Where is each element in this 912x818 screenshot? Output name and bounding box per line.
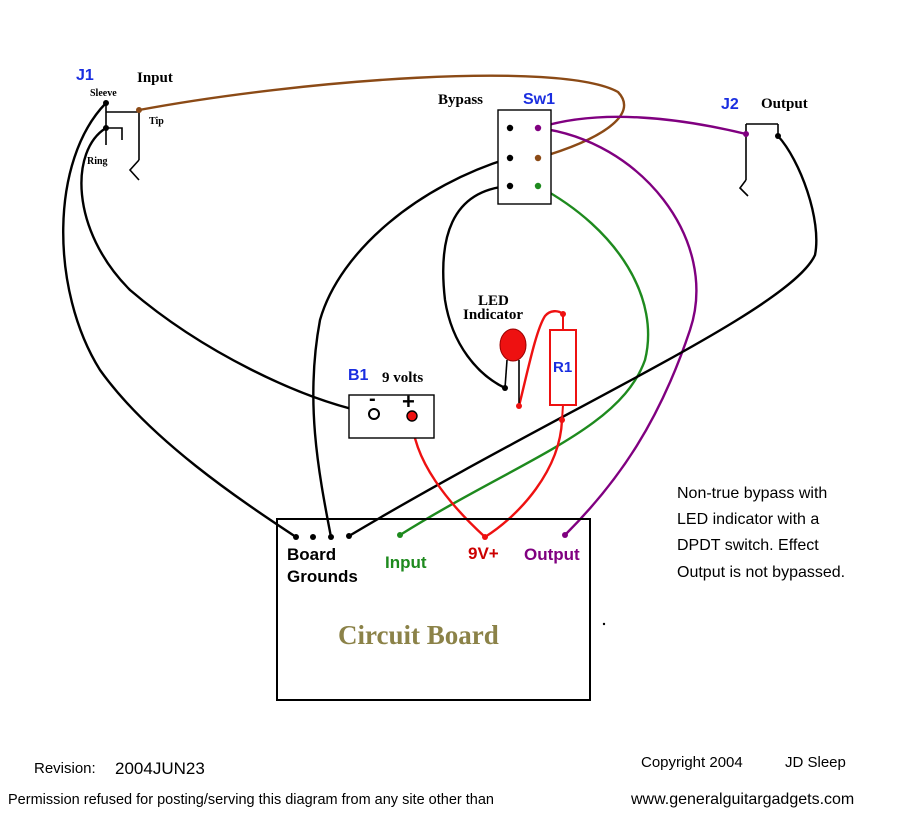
led-indicator bbox=[499, 328, 527, 362]
label-led-line2: Indicator bbox=[463, 307, 523, 323]
label-board-input: Input bbox=[385, 553, 427, 572]
j1-sleeve-terminal bbox=[103, 100, 109, 106]
j1-ring-terminal bbox=[103, 125, 109, 131]
wire-switch-to-ground bbox=[312, 156, 512, 539]
permission-text: Permission refused for posting/serving t… bbox=[8, 792, 494, 808]
author-text: JD Sleep bbox=[785, 754, 846, 771]
label-battery-minus: - bbox=[369, 388, 376, 410]
label-led-line1: LED bbox=[478, 293, 509, 309]
label-j2-output: Output bbox=[761, 96, 808, 112]
board-output-pad bbox=[562, 532, 568, 538]
label-r1: R1 bbox=[553, 359, 572, 376]
led-anode-dot bbox=[516, 403, 522, 409]
label-board-grounds-line2: Grounds bbox=[287, 567, 358, 586]
resistor-top-dot bbox=[560, 311, 566, 317]
board-ground-pad bbox=[346, 533, 352, 539]
board-ground-pad bbox=[293, 534, 299, 540]
battery-negative-terminal bbox=[368, 408, 380, 420]
label-sw1: Sw1 bbox=[523, 91, 555, 108]
j2-sleeve-terminal bbox=[775, 133, 781, 139]
board-ground-pad bbox=[310, 534, 316, 540]
resistor-bottom-dot bbox=[559, 417, 565, 423]
switch-lug bbox=[506, 124, 514, 132]
revision-value: 2004JUN23 bbox=[115, 759, 205, 778]
copyright-text: Copyright 2004 bbox=[641, 754, 743, 771]
wire-switch-to-board-input bbox=[398, 184, 650, 537]
board-9v-pad bbox=[482, 534, 488, 540]
resistor-r1 bbox=[549, 329, 577, 406]
label-battery-plus: + bbox=[402, 389, 415, 414]
wire-resistor-to-9v bbox=[483, 418, 564, 539]
input-jack-j1 bbox=[105, 103, 140, 181]
j2-tip-terminal bbox=[743, 131, 749, 137]
wire-input-tip-to-switch bbox=[137, 74, 626, 160]
switch-sw1-body bbox=[497, 109, 552, 205]
battery-b1 bbox=[348, 394, 435, 439]
note-line-4: Output is not bypassed. bbox=[677, 564, 845, 581]
board-input-pad bbox=[397, 532, 403, 538]
revision-label: Revision: bbox=[34, 760, 96, 777]
label-board-9v: 9V+ bbox=[468, 544, 499, 563]
wire-switch-to-led bbox=[442, 184, 512, 390]
wire-output-sleeve-to-ground bbox=[347, 134, 818, 538]
wire-led-to-resistor bbox=[517, 310, 565, 408]
wire-input-ring-to-battery bbox=[80, 126, 376, 416]
board-ground-pad bbox=[328, 534, 334, 540]
label-battery-volts: 9 volts bbox=[382, 370, 423, 386]
stray-dot bbox=[602, 622, 606, 626]
switch-lugs bbox=[506, 124, 542, 190]
circuit-board bbox=[276, 518, 591, 701]
label-j1-input: Input bbox=[137, 70, 173, 86]
switch-lug bbox=[534, 182, 542, 190]
wire-switch-to-board-output bbox=[536, 126, 698, 537]
label-circuit-board: Circuit Board bbox=[338, 620, 499, 650]
led-lead-cathode bbox=[504, 359, 508, 389]
note-line-2: LED indicator with a bbox=[677, 511, 819, 528]
led-cathode-dot bbox=[502, 385, 508, 391]
board-ground-pads bbox=[293, 533, 352, 540]
battery-positive-terminal bbox=[406, 410, 418, 422]
note-line-1: Non-true bypass with bbox=[677, 485, 827, 502]
label-j1: J1 bbox=[76, 67, 94, 84]
label-board-output: Output bbox=[524, 545, 580, 564]
label-j1-tip: Tip bbox=[149, 116, 164, 127]
label-bypass: Bypass bbox=[438, 92, 483, 108]
site-url: www.generalguitargadgets.com bbox=[630, 791, 854, 808]
switch-lug bbox=[506, 182, 514, 190]
switch-lug bbox=[506, 154, 514, 162]
label-b1: B1 bbox=[348, 367, 369, 384]
j1-tip-terminal bbox=[136, 107, 142, 113]
switch-lug bbox=[534, 154, 542, 162]
wire-switch-to-output-jack bbox=[536, 115, 748, 136]
label-j1-ring: Ring bbox=[87, 156, 108, 167]
wire-input-sleeve-to-ground bbox=[62, 101, 298, 539]
note-line-3: DPDT switch. Effect bbox=[677, 537, 819, 554]
label-board-grounds-line1: Board bbox=[287, 545, 336, 564]
label-j1-sleeve: Sleeve bbox=[90, 88, 117, 99]
label-j2: J2 bbox=[721, 96, 739, 113]
switch-lug bbox=[534, 124, 542, 132]
